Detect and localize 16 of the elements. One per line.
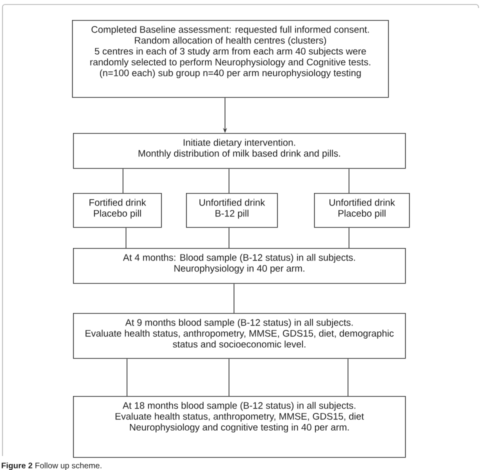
process-box: Initiate dietary intervention. Monthly distribution of milk based drink and pills. xyxy=(73,132,406,169)
connector-line xyxy=(122,168,124,194)
connector-line xyxy=(228,227,230,248)
connector-line xyxy=(228,358,230,396)
process-box: Completed Baseline assessment: requested full informed consent. Random allocation of health centres (clusters) 5 centres in each of 3 study arm from each arm 40 subjects were randomly selected to perform Neurophysiology and Cognitive tests. (n=100 each) sub group n=40 per arm neurophysiology testing xyxy=(72,20,389,98)
connector-line xyxy=(126,358,128,396)
process-box: At 9 months blood sample (B-12 status) in all subjects. Evaluate health status, anthropometry, MMSE, GDS15, diet, demographic status and socioeconomic level. xyxy=(73,312,406,359)
group-box: Fortified drink Placebo pill xyxy=(73,192,162,228)
figure-caption: Figure 2 Follow up scheme. xyxy=(2,462,102,470)
group-box: Unfortified drink Placebo pill xyxy=(314,192,410,228)
group-box: Unfortified drink B-12 pill xyxy=(186,192,278,228)
process-box: At 18 months blood sample (B-12 status) in all subjects. Evaluate health status, anthropometry, MMSE, GDS15, diet Neurophysiology and cognitive testing in 40 per arm. xyxy=(73,396,406,458)
process-box: At 4 months: Blood sample (B-12 status) in all subjects. Neurophysiology in 40 per arm. xyxy=(73,248,406,284)
connector-line xyxy=(228,168,230,194)
connector-line xyxy=(348,168,350,194)
connector-line xyxy=(348,227,350,248)
